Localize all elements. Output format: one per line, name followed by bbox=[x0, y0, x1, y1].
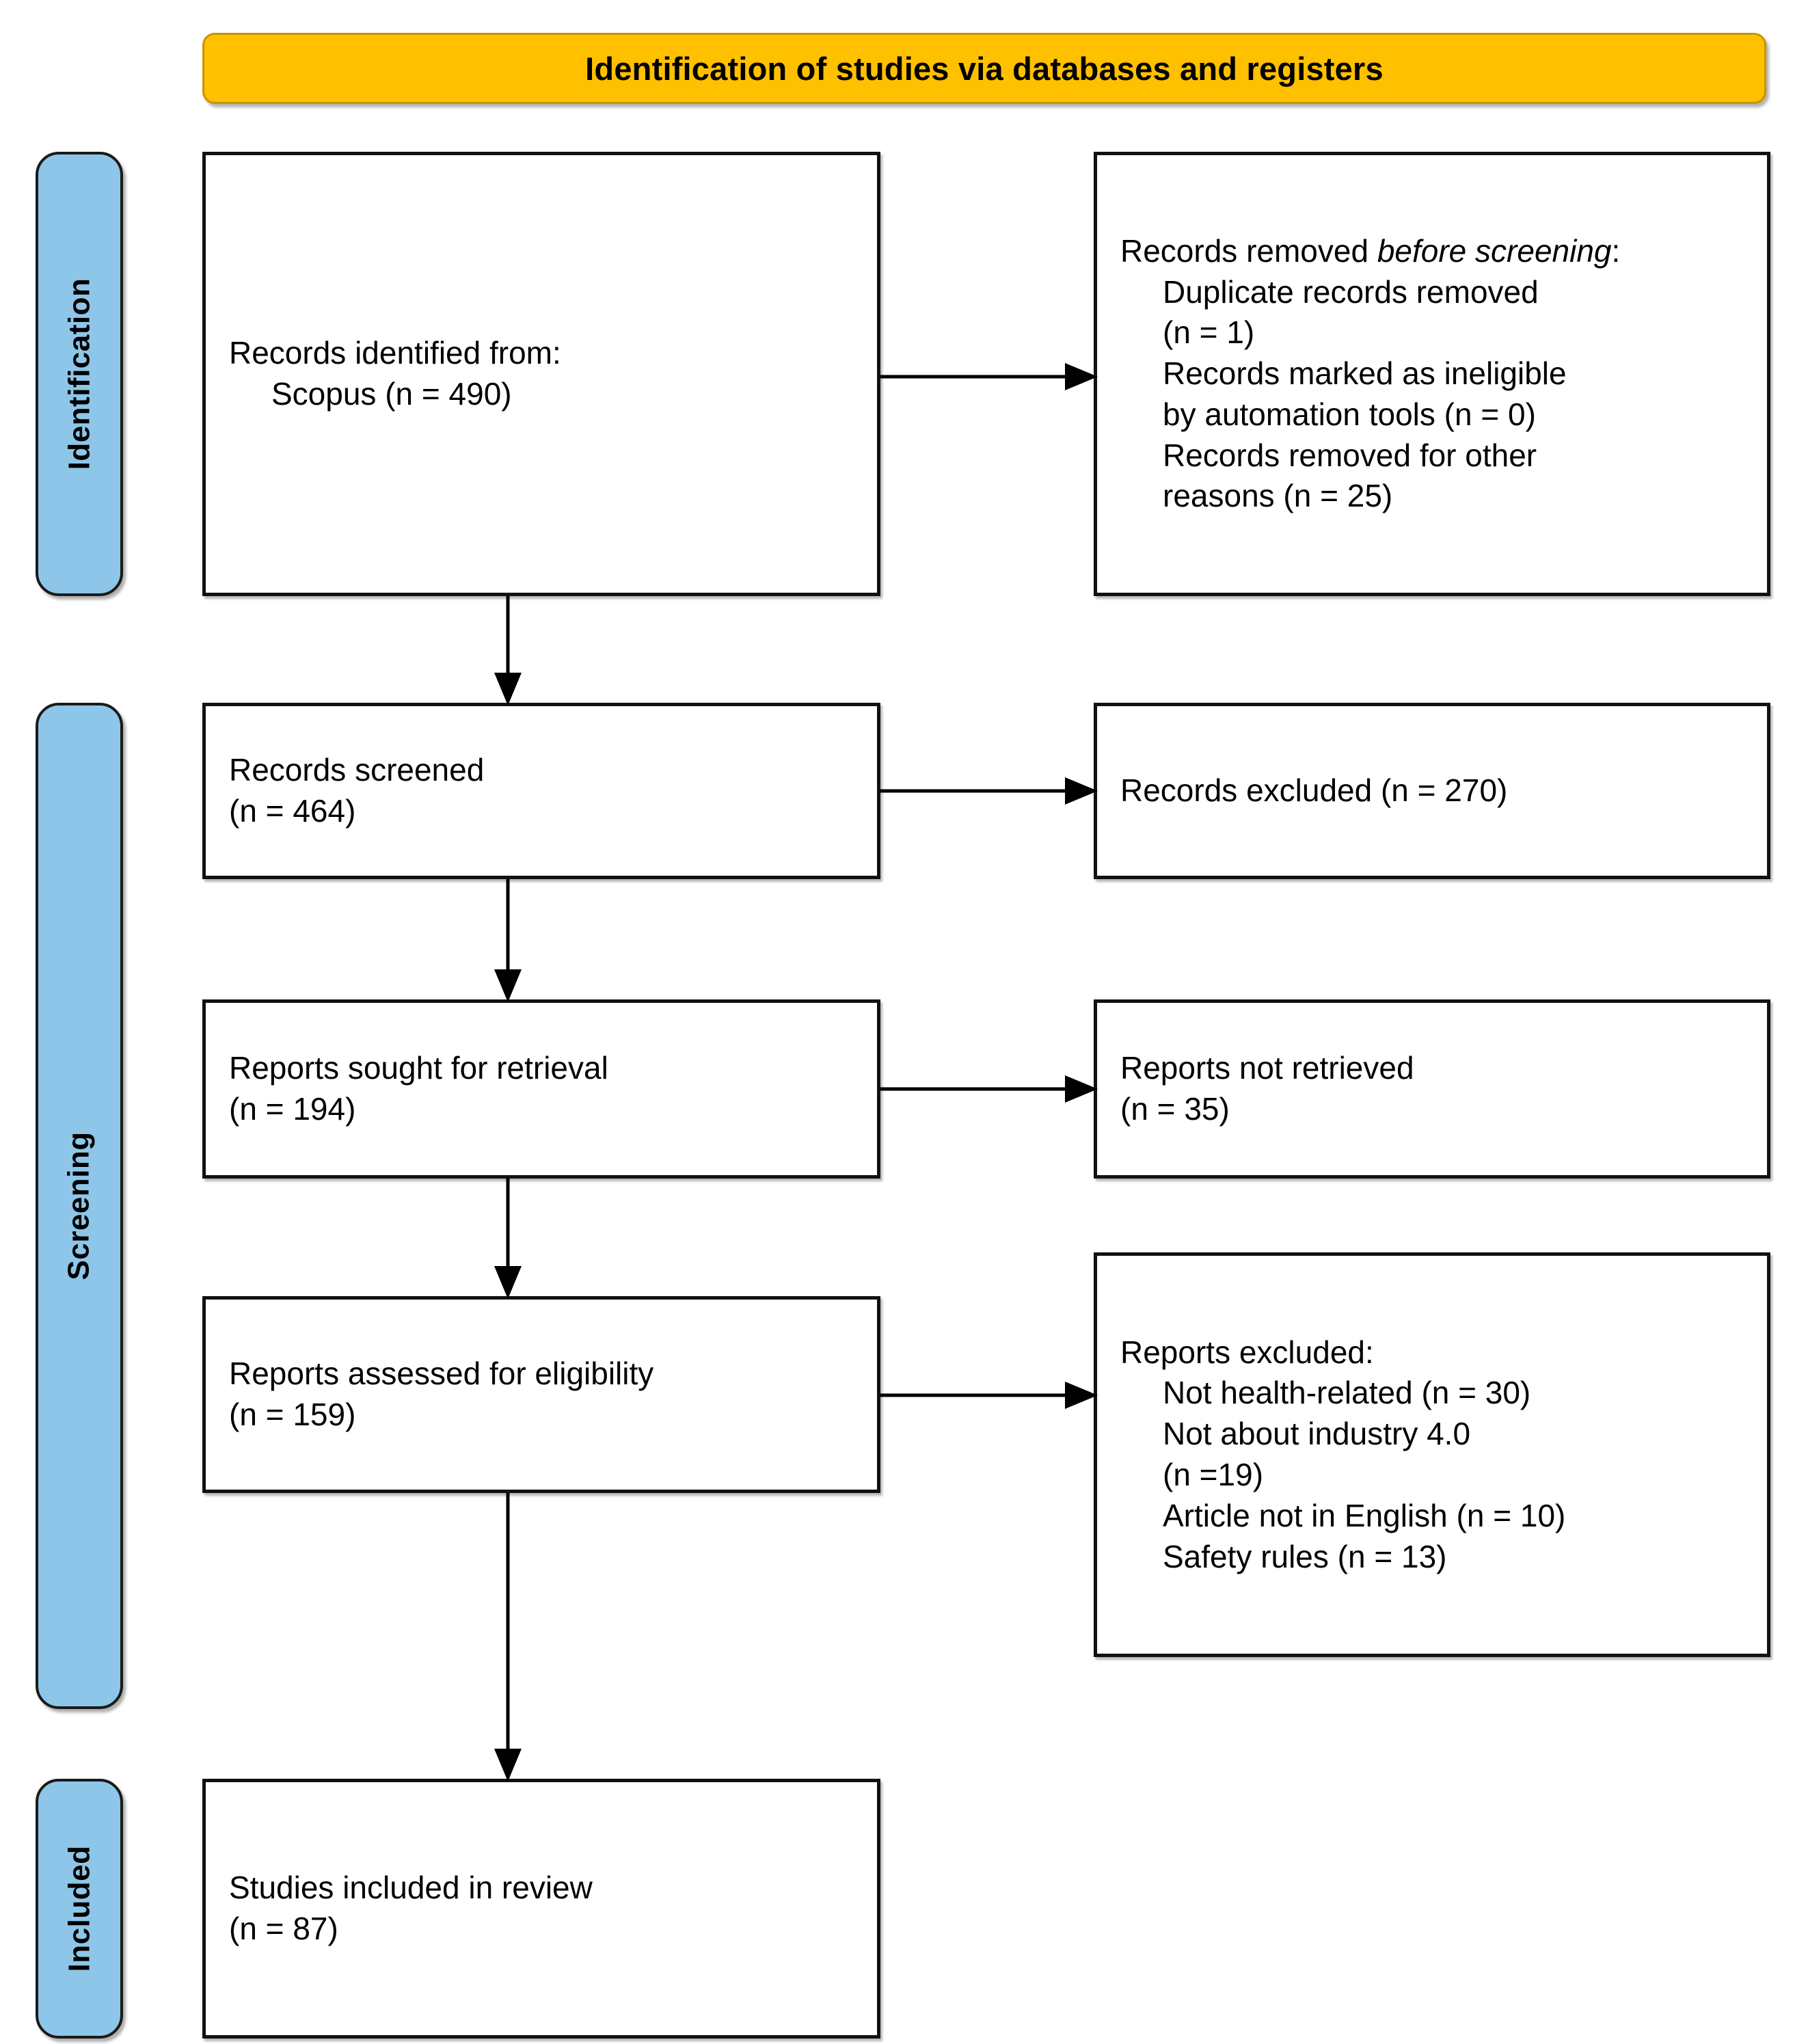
arrow-screened-to-sought bbox=[494, 879, 522, 1002]
box-reports-not-retrieved: Reports not retrieved (n = 35) bbox=[1094, 999, 1770, 1179]
stage-label-screening: Screening bbox=[36, 703, 123, 1709]
box-records-removed-before-screening: Records removed before screening: Duplic… bbox=[1094, 152, 1770, 596]
reports-excluded-item2-cont: (n =19) bbox=[1163, 1457, 1264, 1492]
reports-sought-line2: (n = 194) bbox=[229, 1091, 356, 1127]
arrow-identified-to-removed bbox=[880, 362, 1098, 391]
records-removed-heading-suffix: : bbox=[1611, 232, 1621, 269]
stage-label-identification-text: Identification bbox=[62, 278, 96, 470]
records-removed-heading: Records removed before screening: bbox=[1120, 231, 1744, 272]
reports-excluded-heading: Reports excluded: bbox=[1120, 1334, 1374, 1370]
records-identified-line1: Records identified from: bbox=[229, 335, 561, 371]
box-reports-excluded: Reports excluded: Not health-related (n … bbox=[1094, 1252, 1770, 1657]
box-records-identified: Records identified from: Scopus (n = 490… bbox=[202, 152, 880, 596]
reports-assessed-line1: Reports assessed for eligibility bbox=[229, 1356, 654, 1392]
arrow-screened-to-records-excluded bbox=[880, 777, 1098, 805]
stage-label-identification: Identification bbox=[36, 152, 123, 596]
records-removed-item3: Records removed for other bbox=[1163, 437, 1537, 473]
diagram-header-banner: Identification of studies via databases … bbox=[202, 33, 1766, 104]
stage-label-included: Included bbox=[36, 1779, 123, 2039]
records-identified-line2: Scopus (n = 490) bbox=[271, 376, 512, 412]
diagram-title: Identification of studies via databases … bbox=[585, 50, 1384, 87]
box-records-excluded: Records excluded (n = 270) bbox=[1094, 703, 1770, 879]
records-removed-heading-prefix: Records removed bbox=[1120, 232, 1377, 269]
reports-sought-line1: Reports sought for retrieval bbox=[229, 1050, 608, 1086]
records-removed-item3-cont: reasons (n = 25) bbox=[1163, 478, 1393, 514]
stage-label-screening-text: Screening bbox=[62, 1131, 96, 1280]
records-removed-heading-emphasis: before screening bbox=[1377, 232, 1612, 269]
arrow-sought-to-not-retrieved bbox=[880, 1075, 1098, 1103]
records-excluded-line1: Records excluded (n = 270) bbox=[1120, 772, 1508, 809]
reports-not-retrieved-line2: (n = 35) bbox=[1120, 1091, 1230, 1127]
records-screened-line2: (n = 464) bbox=[229, 793, 356, 829]
reports-not-retrieved-line1: Reports not retrieved bbox=[1120, 1050, 1414, 1086]
records-removed-item2-cont: by automation tools (n = 0) bbox=[1163, 396, 1536, 432]
records-screened-line1: Records screened bbox=[229, 752, 485, 788]
arrow-sought-to-assessed bbox=[494, 1179, 522, 1299]
records-removed-item1: Duplicate records removed bbox=[1163, 273, 1539, 310]
reports-excluded-item4: Safety rules (n = 13) bbox=[1163, 1538, 1447, 1574]
box-studies-included-in-review: Studies included in review (n = 87) bbox=[202, 1779, 880, 2039]
arrow-assessed-to-included bbox=[494, 1493, 522, 1781]
stage-label-included-text: Included bbox=[62, 1845, 96, 1972]
studies-included-line1: Studies included in review bbox=[229, 1870, 593, 1906]
box-records-screened: Records screened (n = 464) bbox=[202, 703, 880, 879]
box-reports-sought-for-retrieval: Reports sought for retrieval (n = 194) bbox=[202, 999, 880, 1179]
box-reports-assessed-for-eligibility: Reports assessed for eligibility (n = 15… bbox=[202, 1296, 880, 1493]
reports-excluded-item1: Not health-related (n = 30) bbox=[1163, 1375, 1531, 1411]
records-removed-item1-count: (n = 1) bbox=[1163, 314, 1255, 351]
reports-assessed-line2: (n = 159) bbox=[229, 1397, 356, 1432]
studies-included-line2: (n = 87) bbox=[229, 1911, 338, 1946]
reports-excluded-item3: Article not in English (n = 10) bbox=[1163, 1497, 1566, 1533]
reports-excluded-item2: Not about industry 4.0 bbox=[1163, 1416, 1471, 1452]
arrow-assessed-to-reports-excluded bbox=[880, 1381, 1098, 1410]
arrow-identified-to-screened bbox=[494, 596, 522, 705]
records-removed-item2: Records marked as ineligible bbox=[1163, 355, 1567, 392]
